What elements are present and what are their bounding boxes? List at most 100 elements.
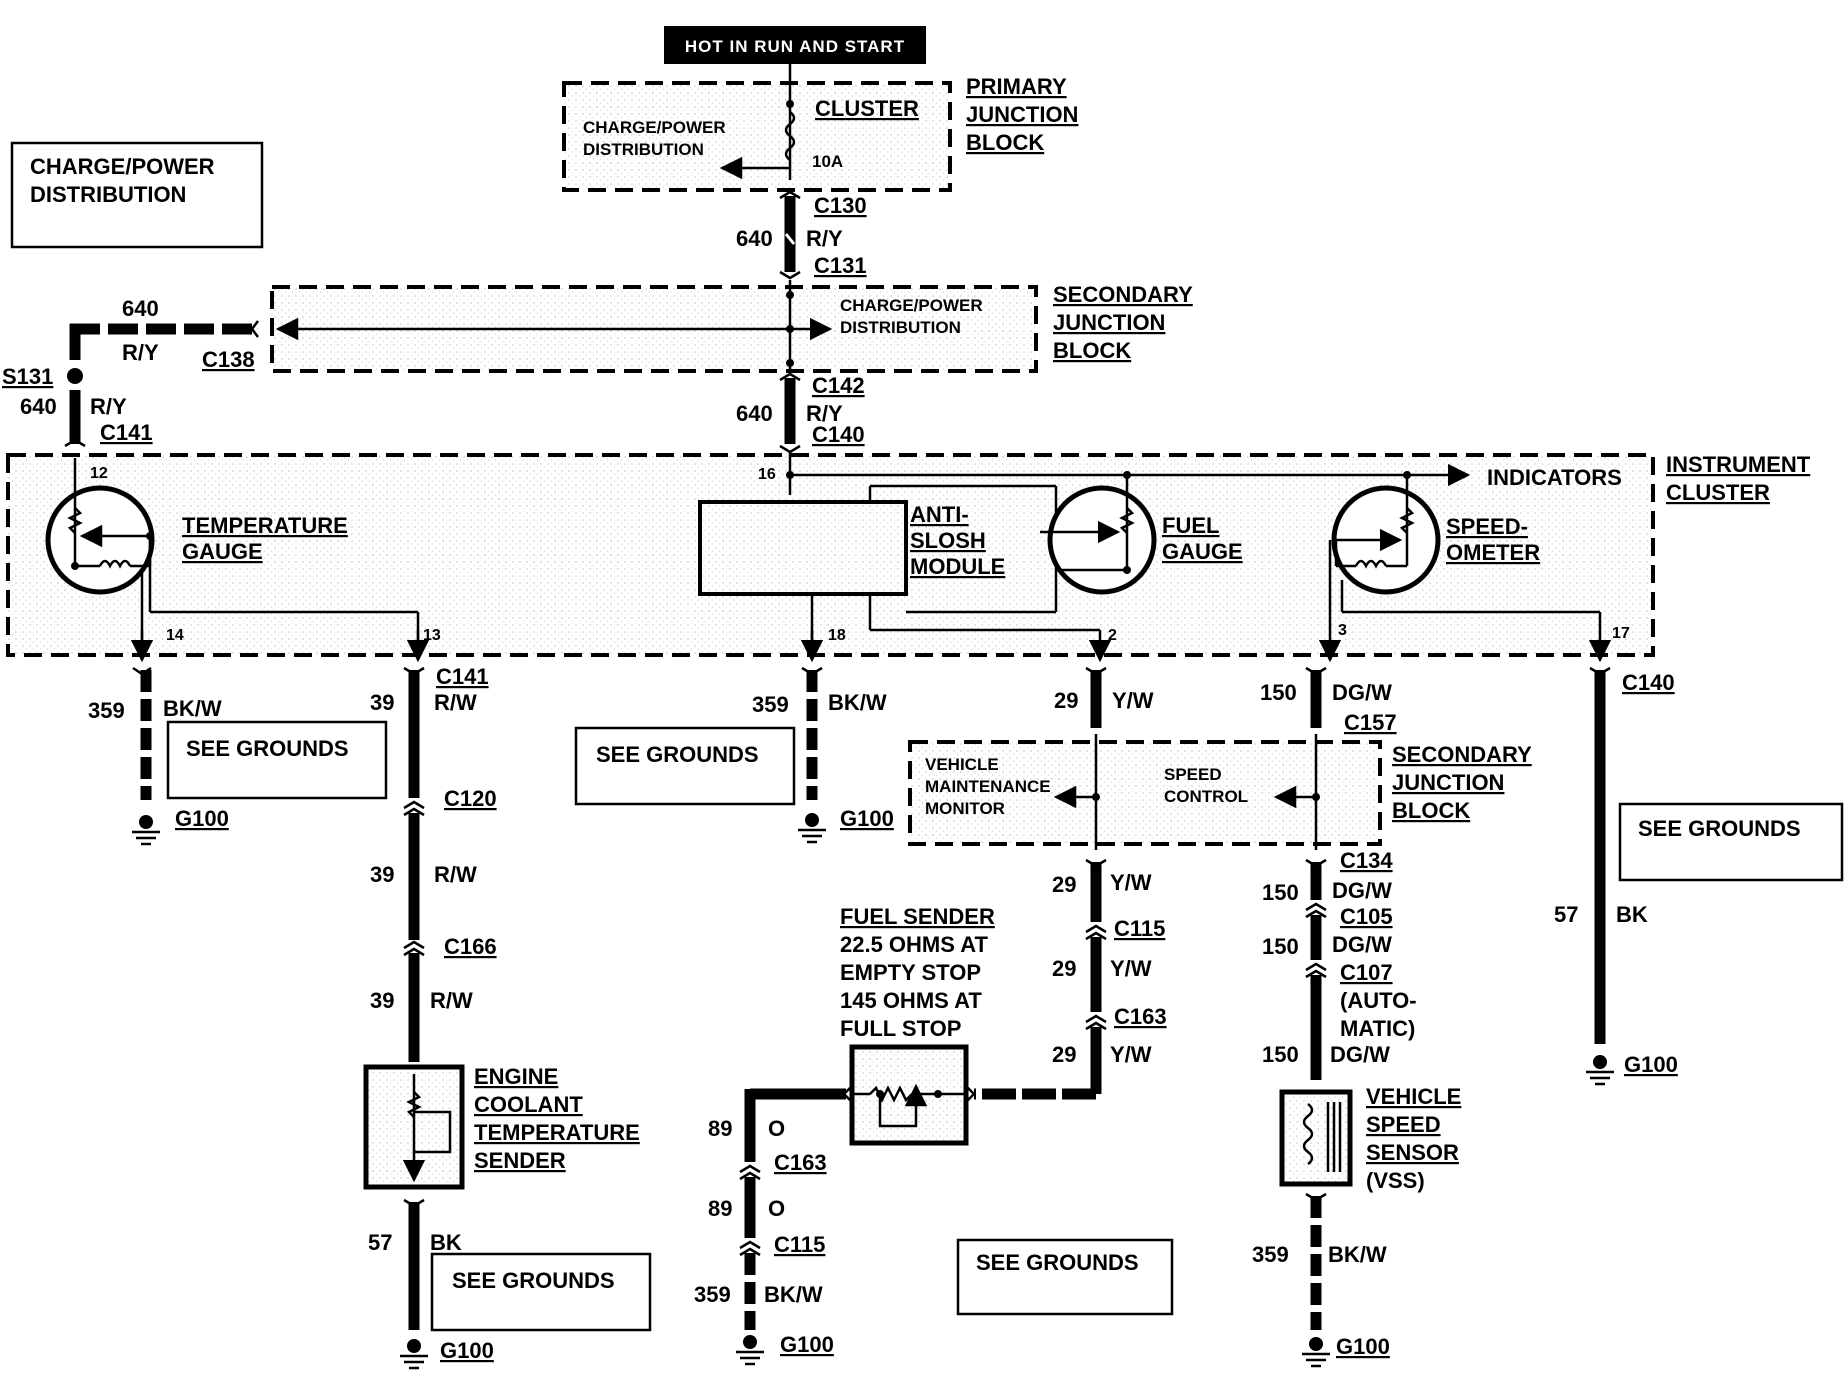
svg-text:640: 640 — [736, 226, 773, 251]
svg-text:SPEED: SPEED — [1164, 765, 1222, 784]
wire-359-temp: 359 BK/W G100 — [88, 666, 229, 846]
svg-text:BK/W: BK/W — [828, 690, 887, 715]
svg-text:SEE GROUNDS: SEE GROUNDS — [452, 1268, 615, 1293]
svg-text:MODULE: MODULE — [910, 554, 1005, 579]
svg-text:640: 640 — [736, 401, 773, 426]
fuse-icon — [784, 111, 796, 161]
svg-text:C142: C142 — [812, 373, 865, 398]
svg-text:CLUSTER: CLUSTER — [1666, 480, 1770, 505]
svg-text:CHARGE/POWER: CHARGE/POWER — [583, 118, 726, 137]
fuel-sender: FUEL SENDER 22.5 OHMS AT EMPTY STOP 145 … — [840, 904, 995, 1146]
svg-text:SEE GROUNDS: SEE GROUNDS — [1638, 816, 1801, 841]
svg-text:C115: C115 — [1114, 916, 1165, 941]
svg-text:R/Y: R/Y — [90, 394, 127, 419]
svg-text:Y/W: Y/W — [1112, 688, 1154, 713]
svg-text:14: 14 — [166, 627, 184, 644]
svg-text:22.5 OHMS AT: 22.5 OHMS AT — [840, 932, 988, 957]
svg-text:ANTI-: ANTI- — [910, 502, 969, 527]
svg-text:3: 3 — [1338, 622, 1347, 639]
svg-text:TEMPERATURE: TEMPERATURE — [182, 513, 348, 538]
svg-text:DG/W: DG/W — [1332, 680, 1392, 705]
svg-text:29: 29 — [1052, 956, 1076, 981]
svg-text:R/Y: R/Y — [122, 340, 159, 365]
svg-text:VEHICLE: VEHICLE — [925, 755, 999, 774]
svg-text:150: 150 — [1262, 1042, 1299, 1067]
ground-symbol — [1302, 1337, 1330, 1368]
svg-text:29: 29 — [1052, 872, 1076, 897]
svg-text:89: 89 — [708, 1116, 732, 1141]
svg-text:C134: C134 — [1340, 848, 1393, 873]
svg-text:C141: C141 — [100, 420, 153, 445]
svg-text:89: 89 — [708, 1196, 732, 1221]
svg-text:359: 359 — [1252, 1242, 1289, 1267]
wire-359-slosh: 359 BK/W G100 — [752, 666, 894, 844]
svg-text:C157: C157 — [1344, 710, 1397, 735]
svg-text:DISTRIBUTION: DISTRIBUTION — [583, 140, 704, 159]
svg-text:G100: G100 — [780, 1332, 834, 1357]
svg-text:BLOCK: BLOCK — [1392, 798, 1470, 823]
ground-symbol — [798, 813, 826, 844]
ground-symbol — [132, 815, 160, 846]
svg-text:C166: C166 — [444, 934, 497, 959]
ground-symbol — [400, 1339, 428, 1370]
svg-text:SENSOR: SENSOR — [1366, 1140, 1459, 1165]
wire-29-chain: 29 Y/W C115 29 Y/W C163 29 Y/W — [974, 858, 1167, 1100]
svg-text:R/W: R/W — [434, 862, 477, 887]
fuel-gauge: FUEL GAUGE — [1040, 471, 1243, 595]
svg-text:DG/W: DG/W — [1330, 1042, 1390, 1067]
svg-text:HOT IN RUN AND START: HOT IN RUN AND START — [685, 37, 905, 56]
svg-text:G100: G100 — [440, 1338, 494, 1363]
svg-text:BLOCK: BLOCK — [1053, 338, 1131, 363]
svg-text:R/Y: R/Y — [806, 226, 843, 251]
secondary-junction-block-mid: VEHICLE MAINTENANCE MONITOR SPEED CONTRO… — [908, 734, 1532, 850]
wire-640-center: C142 640 R/Y C140 — [736, 372, 865, 454]
svg-text:C141: C141 — [436, 664, 489, 689]
charge-power-box: CHARGE/POWER DISTRIBUTION — [10, 141, 264, 249]
svg-text:BK: BK — [430, 1230, 462, 1255]
ground-symbol — [736, 1335, 764, 1366]
svg-text:DG/W: DG/W — [1332, 932, 1392, 957]
svg-text:359: 359 — [694, 1282, 731, 1307]
svg-text:OMETER: OMETER — [1446, 540, 1540, 565]
svg-text:R/Y: R/Y — [806, 401, 843, 426]
svg-text:(VSS): (VSS) — [1366, 1168, 1425, 1193]
svg-text:R/W: R/W — [434, 690, 477, 715]
svg-text:MAINTENANCE: MAINTENANCE — [925, 777, 1051, 796]
svg-text:SENDER: SENDER — [474, 1148, 566, 1173]
svg-text:SEE GROUNDS: SEE GROUNDS — [596, 742, 759, 767]
svg-text:13: 13 — [423, 627, 441, 644]
see-grounds-box-4: SEE GROUNDS — [956, 1238, 1174, 1316]
svg-text:29: 29 — [1054, 688, 1078, 713]
svg-text:640: 640 — [122, 296, 159, 321]
svg-text:JUNCTION: JUNCTION — [1053, 310, 1165, 335]
svg-text:C131: C131 — [814, 253, 867, 278]
svg-text:JUNCTION: JUNCTION — [966, 102, 1078, 127]
wire-640-left-branch: 640 R/Y C138 S131 640 R/Y C141 — [2, 296, 259, 448]
svg-text:359: 359 — [88, 698, 125, 723]
svg-text:C163: C163 — [1114, 1004, 1167, 1029]
svg-text:FUEL SENDER: FUEL SENDER — [840, 904, 995, 929]
svg-text:C107: C107 — [1340, 960, 1393, 985]
svg-text:GAUGE: GAUGE — [182, 539, 263, 564]
svg-text:57: 57 — [1554, 902, 1578, 927]
speedometer: 3 17 SPEED- OMETER — [1328, 471, 1630, 652]
svg-text:G100: G100 — [1624, 1052, 1678, 1077]
svg-text:INDICATORS: INDICATORS — [1487, 465, 1622, 490]
see-grounds-box-2: SEE GROUNDS — [430, 1252, 652, 1332]
svg-text:C105: C105 — [1340, 904, 1393, 929]
svg-text:39: 39 — [370, 988, 394, 1013]
svg-text:FUEL: FUEL — [1162, 513, 1219, 538]
svg-text:145 OHMS AT: 145 OHMS AT — [840, 988, 982, 1013]
svg-text:C163: C163 — [774, 1150, 827, 1175]
svg-text:Y/W: Y/W — [1110, 1042, 1152, 1067]
wire-150-top: 150 DG/W C157 — [1260, 666, 1397, 735]
svg-text:MONITOR: MONITOR — [925, 799, 1005, 818]
svg-text:MATIC): MATIC) — [1340, 1016, 1415, 1041]
svg-text:150: 150 — [1262, 934, 1299, 959]
hot-in-run-label: HOT IN RUN AND START — [664, 26, 926, 64]
svg-text:O: O — [768, 1196, 785, 1221]
svg-text:EMPTY STOP: EMPTY STOP — [840, 960, 981, 985]
svg-text:39: 39 — [370, 690, 394, 715]
primary-junction-block: CHARGE/POWER DISTRIBUTION CLUSTER 10A PR… — [562, 64, 1078, 192]
svg-text:C140: C140 — [812, 422, 865, 447]
